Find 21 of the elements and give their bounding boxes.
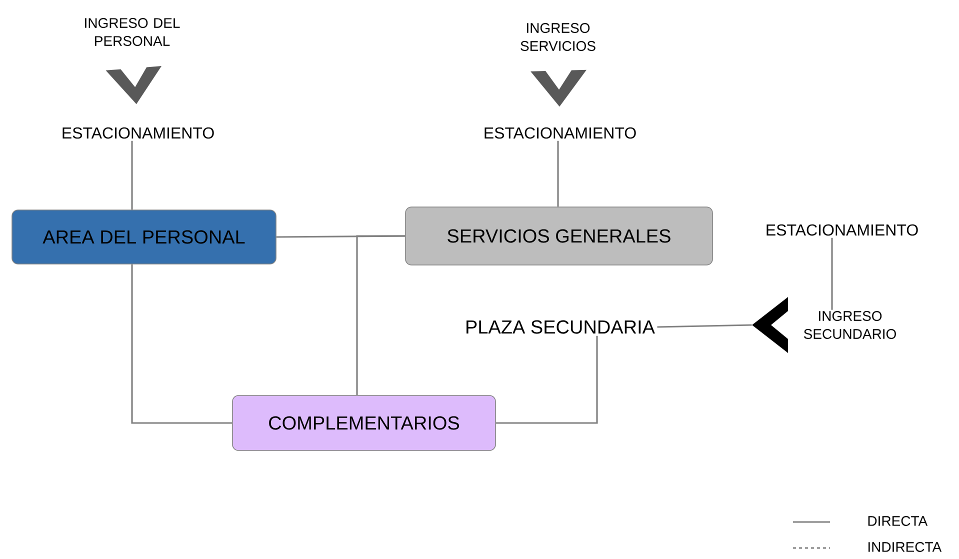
connector-line — [356, 235, 406, 396]
plaza-label: PLAZA SECUNDARIA — [466, 320, 655, 334]
chevron-arrow — [530, 70, 586, 107]
parking-label: ESTACIONAMIENTO — [484, 127, 636, 139]
parking-label: ESTACIONAMIENTO — [62, 127, 214, 139]
legend-label: INDIRECTA — [868, 542, 942, 552]
legend-label: DIRECTA — [868, 516, 928, 526]
connector-line — [657, 324, 752, 328]
entrance-label: INGRESO DEL PERSONAL — [85, 18, 180, 46]
zone-box: SERVICIOS GENERALES — [405, 206, 713, 266]
connector-line — [831, 238, 833, 310]
connector-line — [557, 140, 559, 207]
zone-box: AREA DEL PERSONAL — [12, 210, 276, 264]
chevron-shape — [752, 297, 788, 353]
entrance-label: INGRESO SECUNDARIO — [804, 311, 896, 339]
connector-line — [496, 336, 598, 424]
parking-label: ESTACIONAMIENTO — [766, 224, 918, 236]
zone-box: COMPLEMENTARIOS — [232, 395, 496, 451]
connector-line — [131, 264, 232, 424]
entrance-label: INGRESO SERVICIOS — [520, 23, 596, 51]
connector-line — [131, 140, 133, 210]
